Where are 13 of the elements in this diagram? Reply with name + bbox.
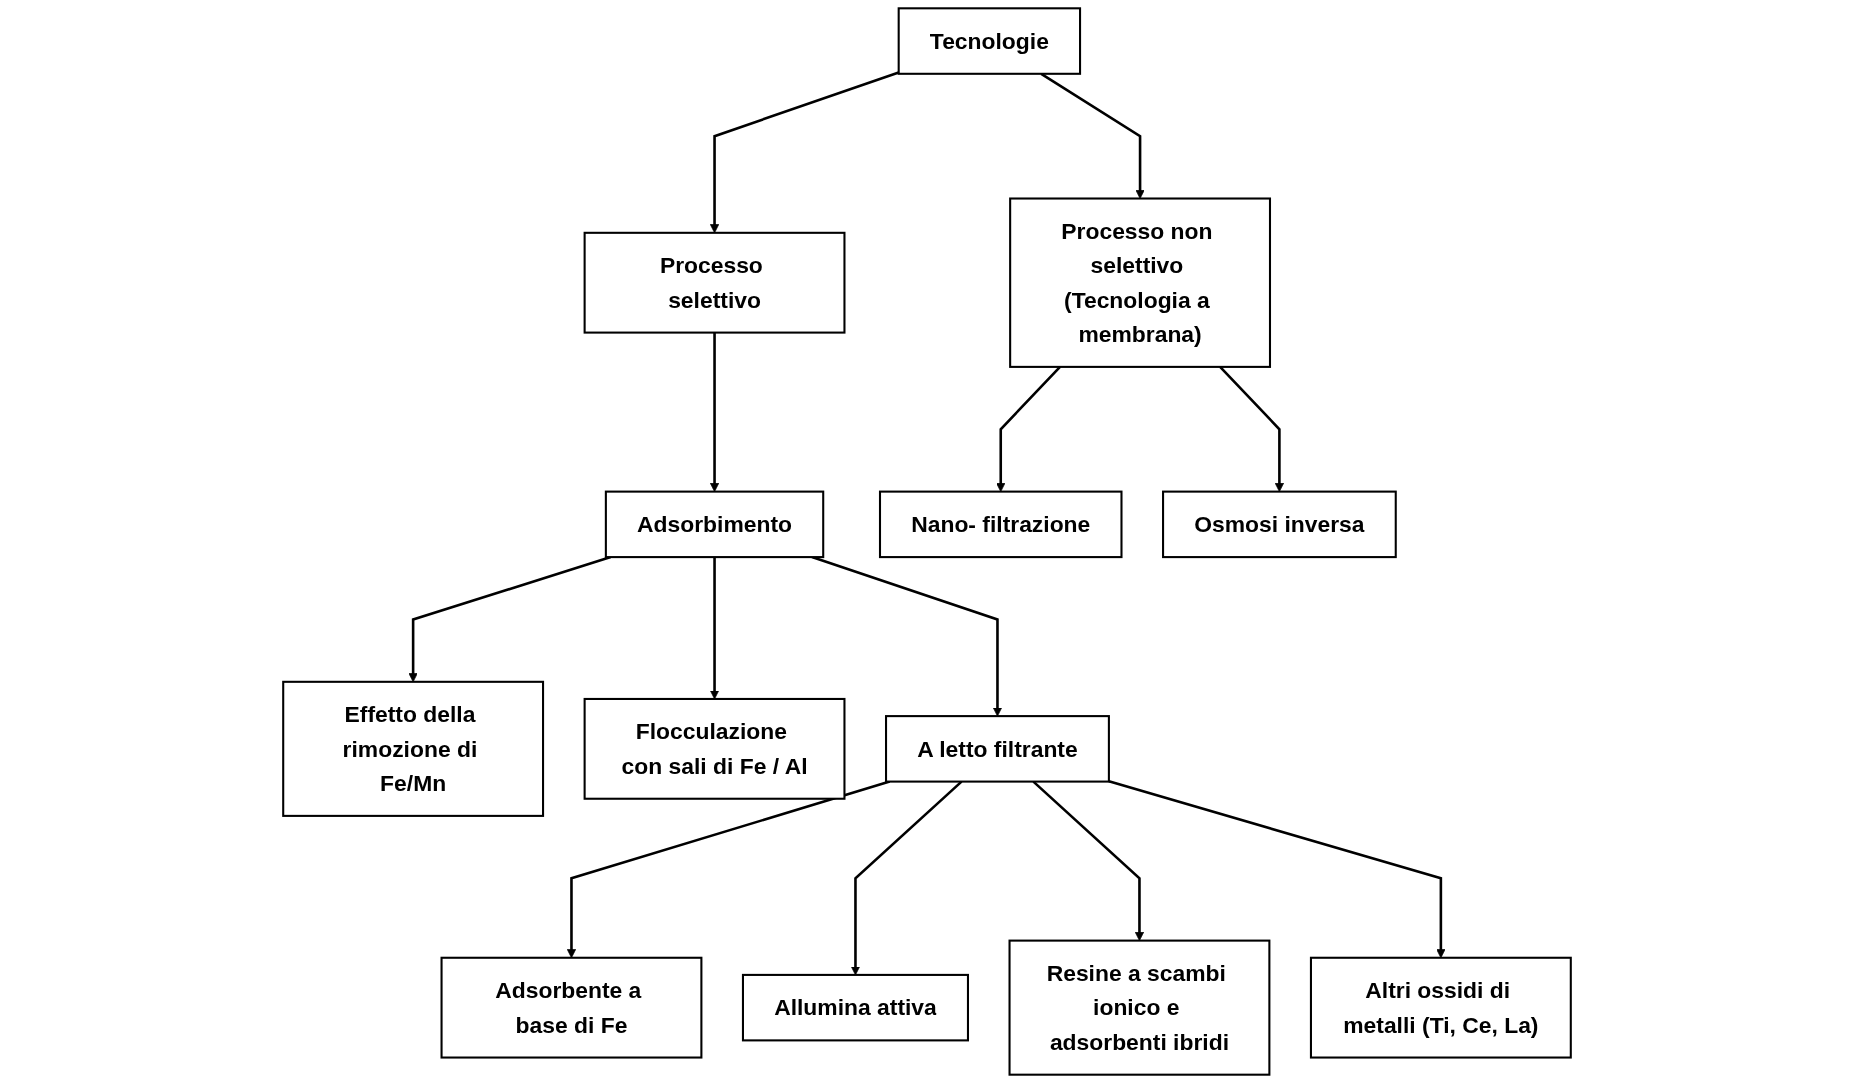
node-box: A letto filtrante bbox=[885, 715, 1110, 783]
node-box: Processo non selettivo (Tecnologia a membrana) bbox=[1009, 197, 1272, 368]
node-box: Flocculazione con sali di Fe / Al bbox=[583, 697, 846, 800]
node-box: Adsorbimento bbox=[604, 490, 825, 559]
node-box: Processo selettivo bbox=[583, 231, 846, 334]
node-box: Osmosi inversa bbox=[1162, 490, 1397, 559]
node-box: Nano- filtrazione bbox=[878, 490, 1123, 559]
node-box: Adsorbente a base di Fe bbox=[440, 956, 703, 1059]
node-box: Effetto della rimozione di Fe/Mn bbox=[282, 680, 545, 817]
node-box: Altri ossidi di metalli (Ti, Ce, La) bbox=[1309, 956, 1572, 1059]
node-box: Resine a scambi ionico e adsorbenti ibridi bbox=[1008, 939, 1271, 1076]
node-box: Allumina attiva bbox=[741, 973, 969, 1042]
node-box: Tecnologie bbox=[897, 7, 1082, 75]
